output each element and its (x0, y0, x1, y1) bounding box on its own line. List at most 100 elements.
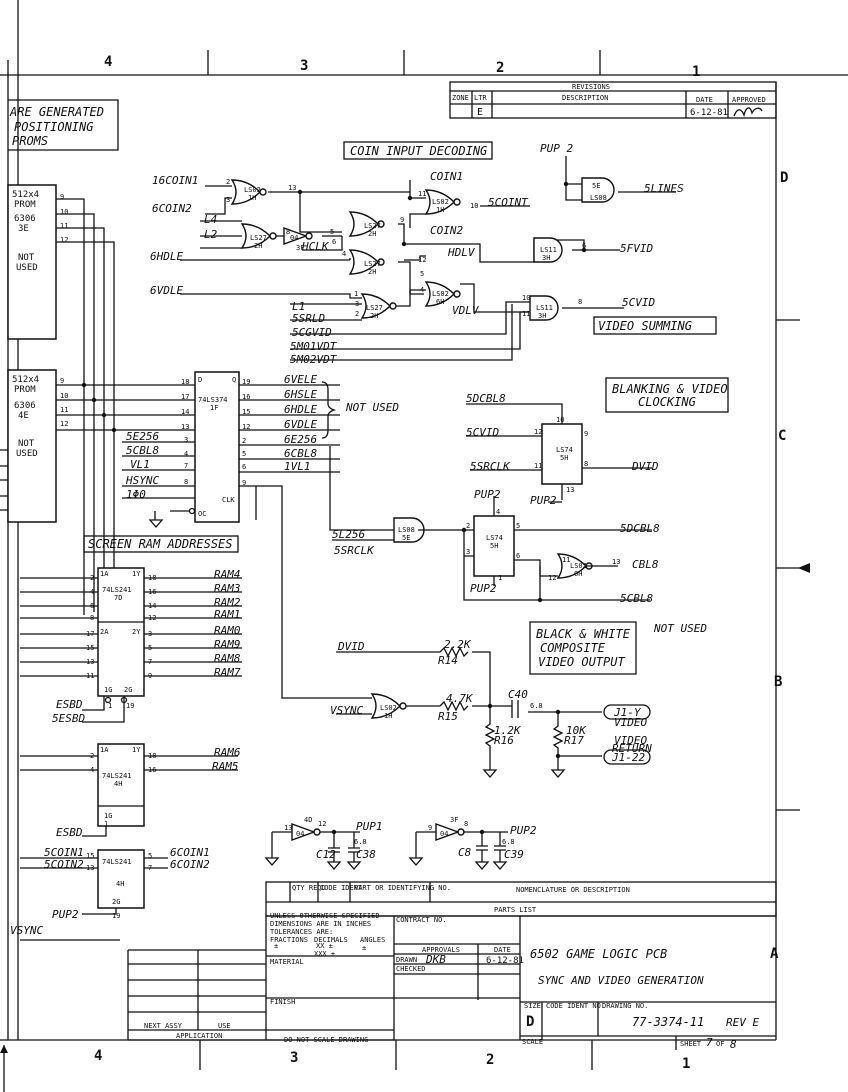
svg-text:UNLESS OTHERWISE SPECIFIED: UNLESS OTHERWISE SPECIFIED (270, 912, 380, 920)
svg-text:6H: 6H (436, 298, 444, 306)
svg-text:19: 19 (112, 912, 120, 920)
svg-text:5: 5 (420, 270, 424, 278)
nor-2h-a (240, 223, 271, 249)
svg-text:COIN2: COIN2 (430, 224, 463, 237)
drawing-title-1: 6502 GAME LOGIC PCB (530, 947, 667, 961)
svg-text:CBL8: CBL8 (632, 558, 659, 571)
svg-text:17: 17 (86, 630, 94, 638)
svg-text:LS27: LS27 (366, 304, 383, 312)
svg-text:3: 3 (148, 630, 152, 638)
parts-list-label: PARTS LIST (494, 906, 537, 914)
svg-text:8: 8 (184, 478, 188, 486)
nor-6h-b (556, 553, 587, 579)
svg-text:6: 6 (516, 552, 520, 560)
prom-3e-pin-12: 12 (60, 236, 68, 244)
svg-text:RAM4: RAM4 (214, 568, 241, 581)
video-summing-box (593, 316, 717, 335)
svg-text:04: 04 (440, 830, 448, 838)
svg-text:DRAWING NO.: DRAWING NO. (602, 1002, 648, 1010)
svg-text:L2: L2 (204, 228, 218, 241)
svg-text:PUP2: PUP2 (52, 908, 79, 921)
svg-text:RAM5: RAM5 (212, 760, 239, 773)
svg-text:1H: 1H (384, 712, 392, 720)
svg-text:LS08: LS08 (398, 526, 415, 534)
svg-text:VIDEO: VIDEO (614, 734, 647, 747)
rev-col-ltr: LTR (474, 94, 487, 102)
svg-text:APPLICATION: APPLICATION (176, 1032, 222, 1040)
svg-text:18: 18 (181, 378, 189, 386)
svg-text:LS02: LS02 (380, 704, 397, 712)
ic-7d-ref: 7D (114, 594, 122, 602)
svg-text:5: 5 (242, 450, 246, 458)
nor-1h-c (424, 281, 455, 307)
svg-text:2: 2 (226, 178, 230, 186)
drawing-rev: REV E (726, 1016, 759, 1029)
not-used-label: NOT USED (345, 401, 399, 414)
svg-text:5CGVID: 5CGVID (292, 326, 332, 339)
prom-4e-pin-10: 10 (60, 392, 68, 400)
svg-text:5M02VDT: 5M02VDT (290, 353, 338, 366)
svg-text:2: 2 (90, 752, 94, 760)
svg-text:18: 18 (148, 574, 156, 582)
svg-text:9: 9 (148, 672, 152, 680)
svg-text:7: 7 (148, 864, 152, 872)
svg-text:CODE IDENT NO.: CODE IDENT NO. (546, 1002, 605, 1010)
prom-3e-note-1: NOT (18, 253, 35, 263)
svg-text:9: 9 (428, 824, 432, 832)
svg-text:LS11: LS11 (536, 304, 553, 312)
svg-text:COIN1: COIN1 (430, 170, 463, 183)
svg-text:OF: OF (716, 1040, 724, 1048)
coin-pin-numbers: 2 3 13 11 9 10 8 5 6 4 12 1 3 2 4 5 6 10… (226, 178, 586, 318)
svg-text:5COIN2: 5COIN2 (44, 858, 84, 871)
connector-j122 (603, 749, 651, 765)
bw-video-label-3: VIDEO OUTPUT (538, 655, 625, 669)
prom-4e-pin-9: 9 (60, 377, 64, 385)
svg-text:5SRCLK: 5SRCLK (470, 460, 511, 473)
svg-text:RAM1: RAM1 (214, 608, 241, 621)
svg-text:13: 13 (612, 558, 620, 566)
svg-text:±: ± (274, 942, 278, 950)
svg-text:2H: 2H (370, 312, 378, 320)
svg-text:LS02: LS02 (244, 186, 261, 194)
svg-text:RAM0: RAM0 (214, 624, 241, 637)
svg-text:J1-Y: J1-Y (613, 706, 642, 719)
svg-text:6: 6 (582, 242, 586, 250)
ic-4h2-wires (20, 857, 168, 941)
bw-video-label-2: COMPOSITE (540, 641, 606, 655)
ic-1f-in-hsync: HSYNC (125, 474, 159, 487)
svg-text:9: 9 (584, 430, 588, 438)
svg-text:04: 04 (290, 234, 298, 242)
ic-1f-out-6vele: 6VELE (284, 373, 317, 386)
svg-text:3H: 3H (538, 312, 546, 320)
prom-3e-line-2: PROM (14, 200, 36, 210)
svg-text:2G: 2G (124, 686, 132, 694)
svg-text:6VDLE: 6VDLE (150, 284, 183, 297)
prom-4e-box (7, 369, 57, 523)
svg-text:LS27: LS27 (364, 260, 381, 268)
svg-text:2H: 2H (368, 268, 376, 276)
pullup-b (408, 823, 508, 870)
svg-text:RAM9: RAM9 (214, 638, 241, 651)
video-summing-label: VIDEO SUMMING (598, 319, 692, 333)
svg-text:14: 14 (181, 408, 189, 416)
svg-text:1G: 1G (104, 812, 112, 820)
svg-text:LS02: LS02 (432, 198, 449, 206)
nor-1h-b (424, 189, 455, 215)
svg-text:12: 12 (318, 820, 326, 828)
svg-text:2: 2 (355, 310, 359, 318)
ic-4h2-box (97, 849, 145, 909)
prom-3e-note-2: USED (16, 263, 38, 273)
svg-text:12: 12 (418, 256, 426, 264)
svg-text:15: 15 (86, 644, 94, 652)
svg-text:2: 2 (242, 437, 246, 445)
zone-top-4: 4 (104, 54, 112, 70)
video-wires (256, 485, 602, 778)
zone-right-c: C (778, 428, 786, 444)
svg-text:1: 1 (354, 290, 358, 298)
svg-text:17: 17 (181, 393, 189, 401)
ic-7d-box (97, 567, 145, 697)
rev-col-description: DESCRIPTION (562, 94, 608, 102)
svg-text:VIDEO: VIDEO (614, 716, 647, 729)
nor-1h-a (230, 179, 261, 205)
svg-text:5H: 5H (490, 542, 498, 550)
